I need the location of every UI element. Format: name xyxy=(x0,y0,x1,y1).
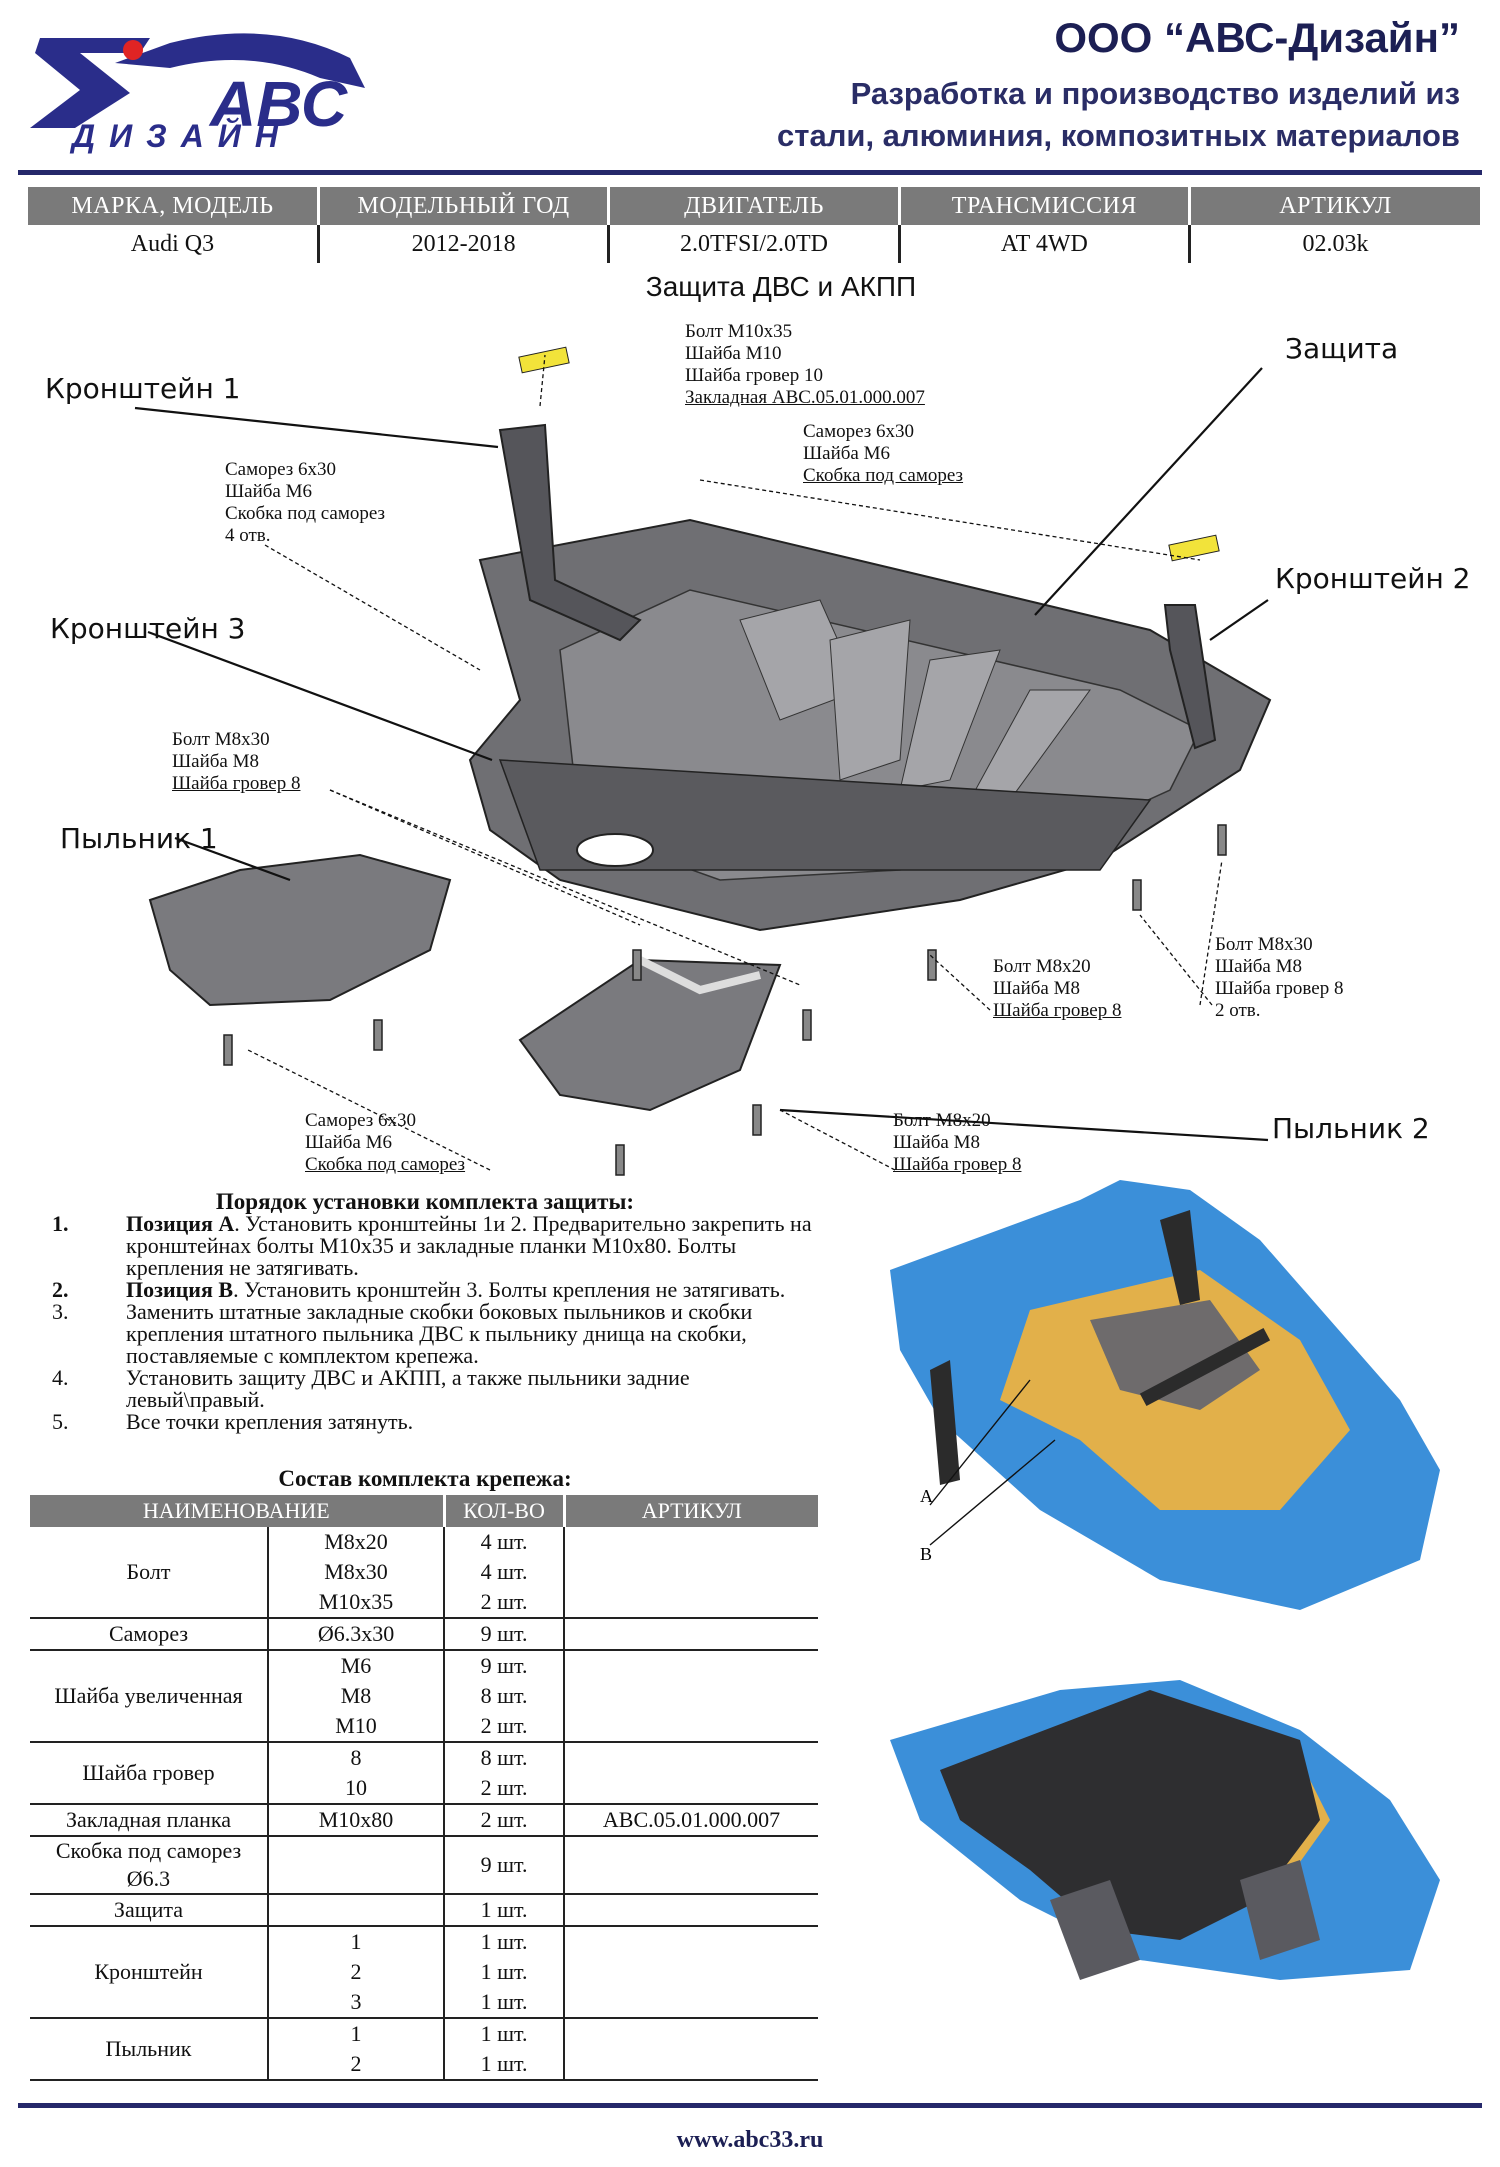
callout-bracket-1: Кронштейн 1 xyxy=(45,372,241,405)
callout-guard: Защита xyxy=(1285,332,1399,365)
spec-header: МОДЕЛЬНЫЙ ГОД xyxy=(316,187,609,225)
tagline-line-2: стали, алюминия, композитных материалов xyxy=(777,118,1460,153)
mounting-plate-1 xyxy=(518,346,570,374)
instruction-step: 4. Установить защиту ДВС и АКПП, а также… xyxy=(52,1365,690,1412)
instruction-step: 3. Заменить штатные закладные скобки бок… xyxy=(52,1299,753,1368)
kit-header-article: АРТИКУЛ xyxy=(562,1495,819,1527)
photo-label-b: B xyxy=(920,1544,932,1564)
kit-header-qty: КОЛ-ВО xyxy=(442,1495,565,1527)
photo-label-a: A xyxy=(920,1486,933,1506)
photo-installed xyxy=(890,1680,1440,1980)
table-row: Саморез Ø6.3х30 9 шт. xyxy=(30,1618,819,1651)
spec-transmission: AT 4WD xyxy=(897,225,1190,263)
instruction-step: 1. Позиция А. Установить кронштейны 1и 2… xyxy=(52,1211,812,1280)
exploded-diagram xyxy=(134,346,1272,1176)
photo-position-a: A B xyxy=(890,1180,1440,1610)
spec-article: 02.03k xyxy=(1188,225,1480,263)
website-link[interactable]: www.abc33.ru xyxy=(676,2127,824,2153)
instruction-step: 2. Позиция В. Установить кронштейн 3. Бо… xyxy=(52,1277,786,1302)
table-row: Скобка под саморез Ø6.3 9 шт. xyxy=(30,1836,819,1895)
instructions-title: Порядок установки комплекта защиты: xyxy=(215,1189,635,1214)
logo-graphic: АВС xyxy=(30,33,365,140)
callout-bracket-3: Кронштейн 3 xyxy=(50,612,246,645)
spec-header: АРТИКУЛ xyxy=(1188,187,1480,225)
bracket-2-part xyxy=(1163,604,1217,750)
spec-year: 2012-2018 xyxy=(316,225,609,263)
bolts xyxy=(223,824,1227,1176)
callout-bracket-2: Кронштейн 2 xyxy=(1275,562,1471,595)
kit-header-row: НАИМЕНОВАНИЕ КОЛ-ВО АРТИКУЛ xyxy=(30,1495,819,1527)
callout-dust-shield-1: Пыльник 1 xyxy=(60,822,218,855)
callout-dust-shield-2: Пыльник 2 xyxy=(1272,1112,1430,1145)
spec-header-row: МАРКА, МОДЕЛЬ МОДЕЛЬНЫЙ ГОД ДВИГАТЕЛЬ ТР… xyxy=(28,187,1480,225)
section-title: Защита ДВС и АКПП xyxy=(645,271,917,302)
kit-title: Состав комплекта крепежа: xyxy=(278,1466,572,1491)
table-row: Закладная планка М10х80 2 шт. АВС.05.01.… xyxy=(30,1804,819,1837)
spec-header: ТРАНСМИССИЯ xyxy=(897,187,1190,225)
spec-model: Audi Q3 xyxy=(130,230,215,257)
dust-shield-1-part xyxy=(148,853,452,1007)
tagline-line-1: Разработка и производство изделий из xyxy=(850,76,1460,111)
bracket-1-part xyxy=(498,423,642,642)
mounting-plate-2 xyxy=(1168,534,1220,562)
header-divider xyxy=(18,170,1482,175)
footer-divider xyxy=(18,2103,1482,2108)
vehicle-spec-table: МАРКА, МОДЕЛЬ МОДЕЛЬНЫЙ ГОД ДВИГАТЕЛЬ ТР… xyxy=(28,187,1480,263)
spec-value-row: Audi Q3 2012-2018 2.0TFSI/2.0TD AT 4WD 0… xyxy=(28,225,1480,263)
spec-header: ДВИГАТЕЛЬ xyxy=(607,187,900,225)
kit-header-name: НАИМЕНОВАНИЕ xyxy=(30,1495,445,1527)
logo-text: АВС xyxy=(208,68,348,140)
table-row: Защита 1 шт. xyxy=(30,1894,819,1927)
company-name: ООО “АВС-Дизайн” xyxy=(1054,14,1460,61)
leader-lines xyxy=(134,367,1269,1142)
spec-header: МАРКА, МОДЕЛЬ xyxy=(28,187,319,225)
instruction-step: 5. Все точки крепления затянуть. xyxy=(52,1409,414,1434)
dashed-leaders xyxy=(247,354,1223,1171)
guard-plate xyxy=(468,518,1272,932)
instructions-list: 1. Позиция А. Установить кронштейны 1и 2… xyxy=(52,1213,832,1433)
logo: АВС ДИЗАЙН xyxy=(20,18,390,154)
spec-engine: 2.0TFSI/2.0TD xyxy=(607,225,900,263)
installation-photos: A B xyxy=(890,1180,1440,1980)
logo-subtitle: ДИЗАЙН xyxy=(72,118,292,154)
